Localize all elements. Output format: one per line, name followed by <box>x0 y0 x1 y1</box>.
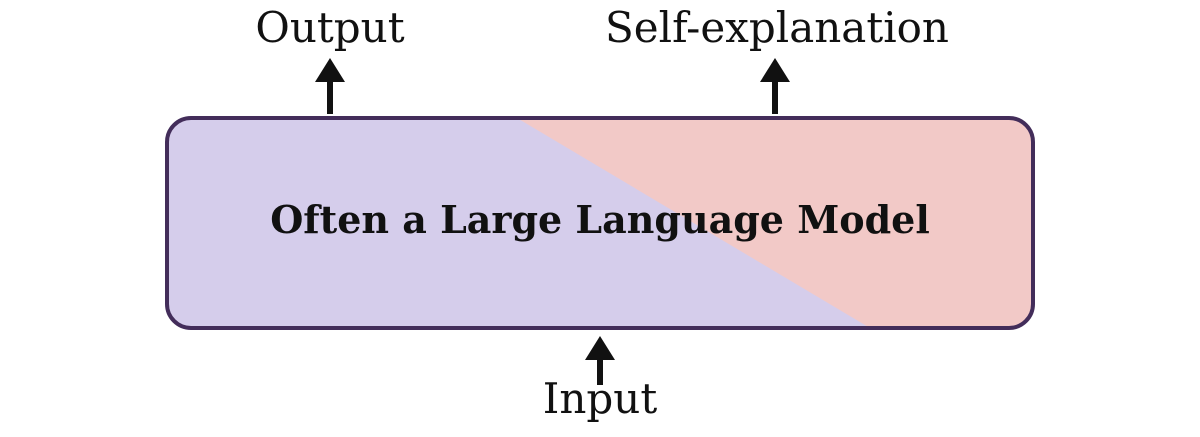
model-box <box>165 116 1035 330</box>
input-label: Input <box>543 374 658 423</box>
model-label: Often a Large Language Model <box>270 197 930 242</box>
output-arrow <box>315 58 345 114</box>
output-arrow-head <box>315 58 345 82</box>
self-explanation-arrow <box>760 58 790 114</box>
output-label: Output <box>255 3 404 52</box>
input-arrow-head <box>585 336 615 360</box>
input-arrow <box>585 336 615 385</box>
model-box-right-fill <box>517 118 1033 328</box>
self-explanation-arrow-head <box>760 58 790 82</box>
self-explanation-label: Self-explanation <box>605 3 949 52</box>
model-box-border <box>165 116 1035 330</box>
